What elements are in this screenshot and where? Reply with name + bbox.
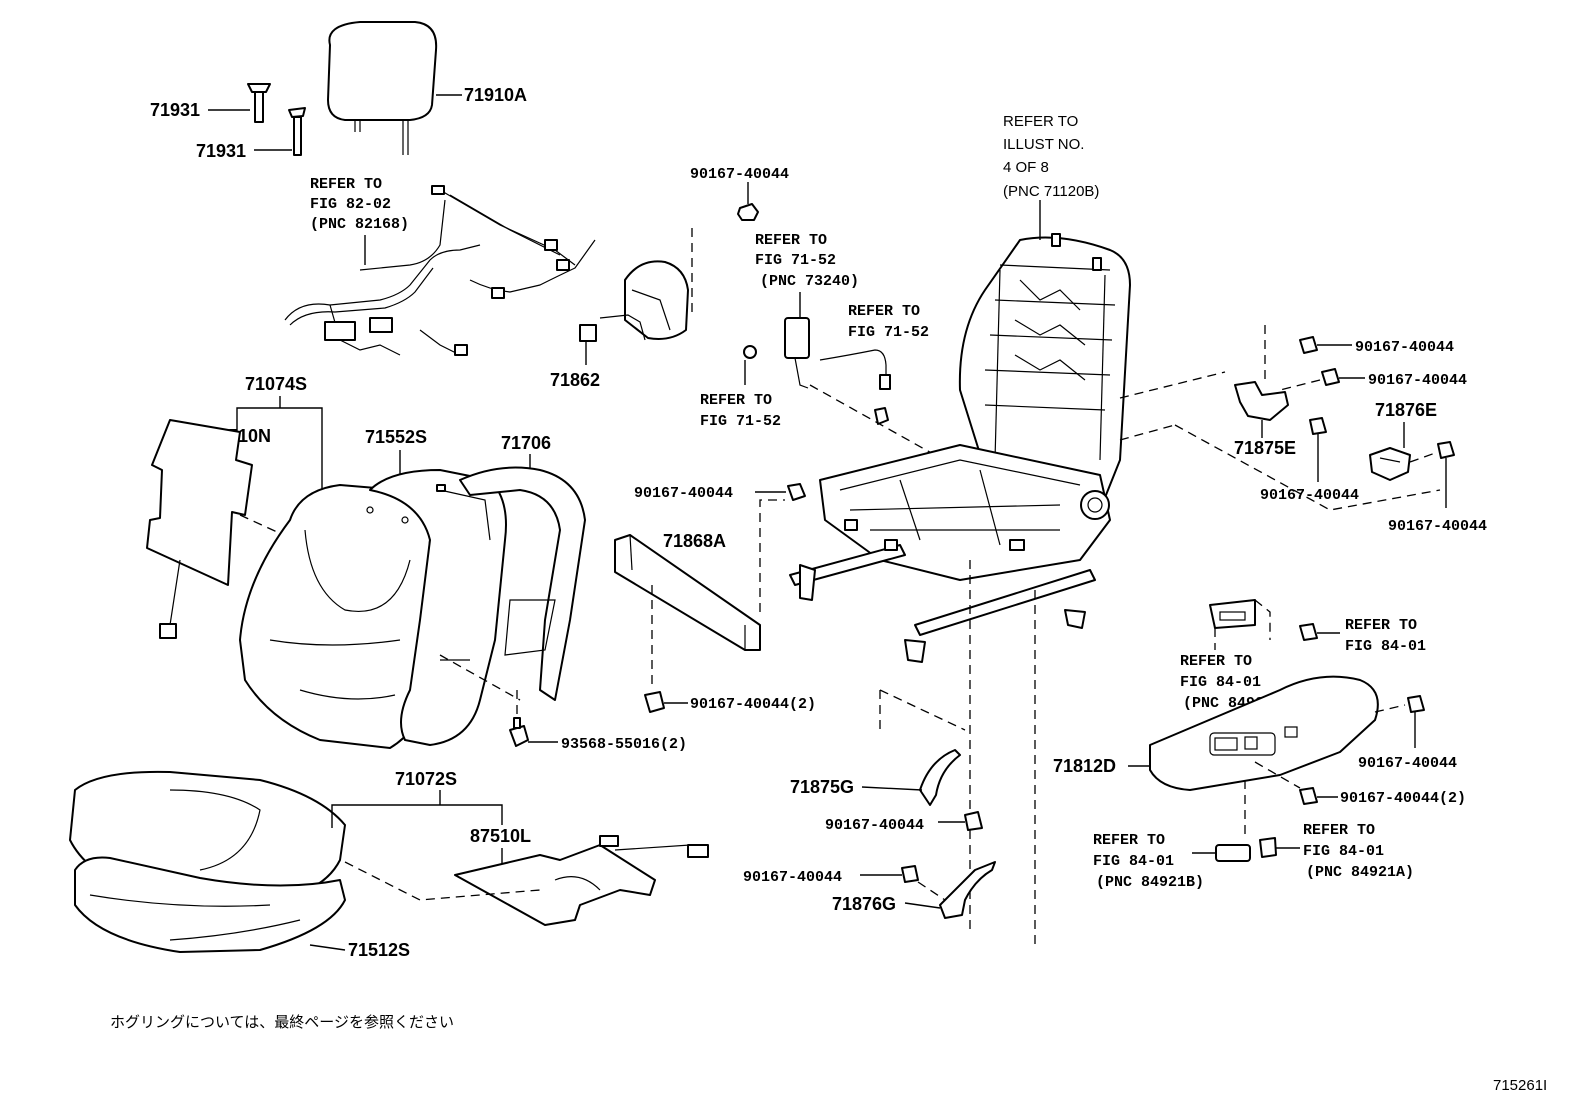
ref-wire-harness: REFER TO FIG 82-02 (PNC 82168): [310, 176, 409, 233]
ref-fig8401-d: REFER TO FIG 84-01 (PNC 84921A): [1303, 822, 1414, 881]
part-71074S-label: 71074S: [245, 374, 307, 394]
bolt-icon: [787, 483, 806, 501]
svg-text:4 OF 8: 4 OF 8: [1003, 159, 1049, 176]
part-71862-drawing: [579, 260, 689, 342]
part-87510L-drawing: [454, 835, 709, 926]
bolt-icon: [509, 717, 529, 747]
bolt-icon: [1321, 368, 1340, 386]
svg-text:REFER TO: REFER TO: [1345, 617, 1417, 634]
bolt-icon: [1407, 695, 1425, 713]
svg-text:FIG 82-02: FIG 82-02: [310, 196, 391, 213]
svg-text:(PNC 82168): (PNC 82168): [310, 216, 409, 233]
bolt-label-b2: 90167-40044: [634, 485, 733, 502]
illustration-number: 715261I: [1493, 1077, 1547, 1094]
part-71552S-label: 71552S: [365, 427, 427, 447]
knob-icon: [1215, 837, 1277, 862]
part-71706-label: 71706: [501, 433, 551, 453]
svg-text:REFER TO: REFER TO: [1303, 822, 1375, 839]
ref-fig7152-a: REFER TO FIG 71-52: [848, 303, 929, 341]
bolt-label-b5: 90167-40044: [825, 817, 924, 834]
part-71552S-drawing: [369, 469, 507, 746]
bolt-icon: [1309, 417, 1327, 435]
bolt-label-b3: 90167-40044(2): [690, 696, 816, 713]
svg-text:FIG 84-01: FIG 84-01: [1093, 853, 1174, 870]
guide-drawing: [247, 83, 306, 156]
ref-fig8401-c: REFER TO FIG 84-01 (PNC 84921B): [1093, 832, 1204, 891]
svg-text:REFER TO: REFER TO: [310, 176, 382, 193]
part-71931-label-b: 71931: [196, 141, 246, 161]
part-71868A-label: 71868A: [663, 531, 726, 551]
bolt-label-b11: 90167-40044: [1358, 755, 1457, 772]
part-71074S-drawing: [239, 484, 431, 749]
part-71876E-label: 71876E: [1375, 400, 1437, 420]
svg-text:REFER TO: REFER TO: [1180, 653, 1252, 670]
svg-text:FIG 71-52: FIG 71-52: [755, 252, 836, 269]
bolt-icon: [1299, 623, 1318, 641]
svg-text:FIG 71-52: FIG 71-52: [700, 413, 781, 430]
bolt-icon: [1437, 441, 1455, 459]
ref-belt: REFER TO FIG 71-52 (PNC 73240): [755, 232, 859, 290]
bolt-label-b9: 90167-40044: [1260, 487, 1359, 504]
part-71876G-drawing: [939, 861, 996, 919]
belt-buckle-drawing: [743, 317, 891, 425]
bolt-icon: [901, 865, 919, 883]
svg-text:REFER TO: REFER TO: [700, 392, 772, 409]
bolt-label-b8: 90167-40044: [1368, 372, 1467, 389]
part-71706-drawing: [459, 466, 586, 701]
wire-harness-drawing: [284, 185, 596, 356]
part-71931-label-a: 71931: [150, 100, 200, 120]
part-71875G-drawing: [919, 749, 961, 806]
part-71812D-label: 71812D: [1053, 756, 1116, 776]
part-71072S-label: 71072S: [395, 769, 457, 789]
bolt-icon: [964, 811, 983, 831]
bolt-label-b4: 93568-55016(2): [561, 736, 687, 753]
part-71512S-label: 71512S: [348, 940, 410, 960]
ref-fig7152-b: REFER TO FIG 71-52: [700, 392, 781, 430]
svg-text:FIG 71-52: FIG 71-52: [848, 324, 929, 341]
part-71910A-label: 71910A: [464, 85, 527, 105]
bolt-label-b12: 90167-40044(2): [1340, 790, 1466, 807]
part-87510N-drawing: [146, 419, 253, 639]
svg-text:FIG 84-01: FIG 84-01: [1345, 638, 1426, 655]
part-71876G-label: 71876G: [832, 894, 896, 914]
part-71812D-drawing: [1149, 675, 1379, 791]
bolt-label-b6: 90167-40044: [743, 869, 842, 886]
svg-text:REFER TO: REFER TO: [755, 232, 827, 249]
switch-bracket-drawing: [1209, 599, 1256, 629]
part-71868A-drawing: [614, 534, 761, 651]
part-71875E-label: 71875E: [1234, 438, 1296, 458]
footnote: ホグリングについては、最終ページを参照ください: [110, 1013, 454, 1031]
part-71862-label: 71862: [550, 370, 600, 390]
bolt-label-b1: 90167-40044: [690, 166, 789, 183]
svg-text:(PNC 84921B): (PNC 84921B): [1096, 874, 1204, 891]
bolt-icon: [1299, 336, 1318, 354]
svg-text:REFER TO: REFER TO: [1093, 832, 1165, 849]
headrest-drawing: [327, 21, 438, 155]
seat-frame-drawing: [789, 233, 1131, 663]
bolt-icon: [1299, 787, 1318, 805]
svg-text:ILLUST NO.: ILLUST NO.: [1003, 136, 1084, 153]
svg-text:REFER TO: REFER TO: [848, 303, 920, 320]
part-71876E-drawing: [1369, 447, 1411, 481]
ref-illust: REFER TO ILLUST NO. 4 OF 8 (PNC 71120B): [1003, 113, 1099, 200]
svg-text:(PNC 73240): (PNC 73240): [760, 273, 859, 290]
part-71875G-label: 71875G: [790, 777, 854, 797]
part-87510L-label: 87510L: [470, 826, 531, 846]
part-71875E-drawing: [1234, 381, 1289, 421]
svg-text:FIG 84-01: FIG 84-01: [1180, 674, 1261, 691]
bolt-icon: [644, 691, 665, 713]
svg-text:(PNC 71120B): (PNC 71120B): [1003, 183, 1099, 200]
bolt-label-b7: 90167-40044: [1355, 339, 1454, 356]
bolt-icon: [737, 203, 759, 221]
svg-text:(PNC 84921A): (PNC 84921A): [1306, 864, 1414, 881]
part-71072S-drawing: [69, 770, 346, 953]
bolt-label-b10: 90167-40044: [1388, 518, 1487, 535]
svg-text:REFER TO: REFER TO: [1003, 113, 1078, 130]
svg-text:FIG 84-01: FIG 84-01: [1303, 843, 1384, 860]
ref-fig8401-a: REFER TO FIG 84-01: [1345, 617, 1426, 655]
